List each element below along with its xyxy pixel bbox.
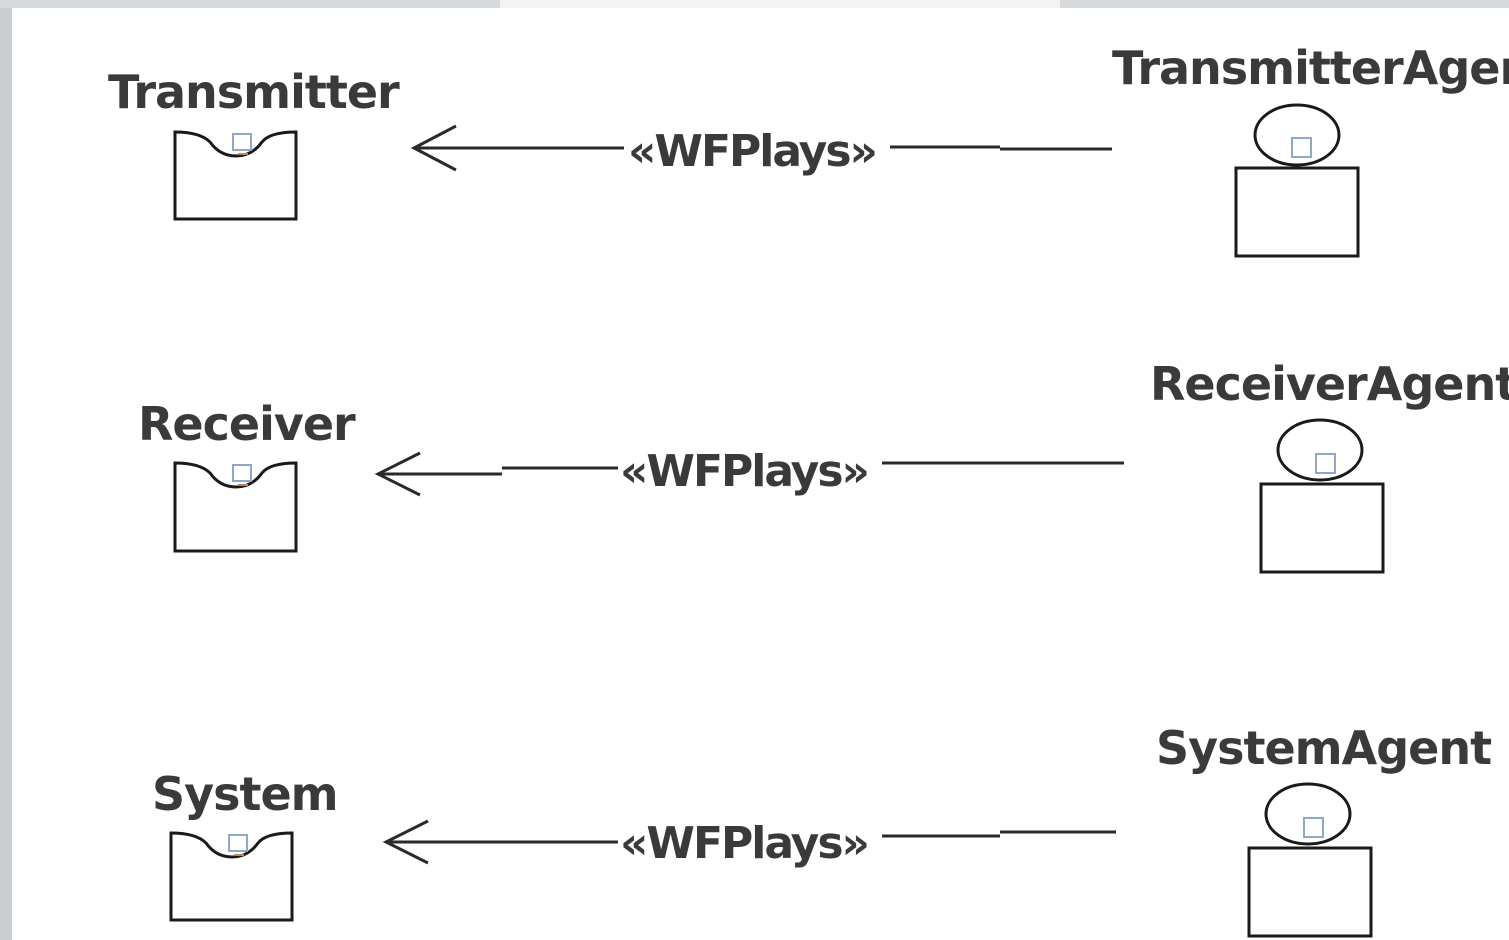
wfplays-diagram: Transmitter «WFPlays» TransmitterAger Re… [108, 41, 1509, 938]
agent-transmitter[interactable]: TransmitterAger [1112, 41, 1509, 258]
role-icon-system [169, 831, 294, 922]
role-icon-transmitter [173, 130, 298, 221]
relation-stereotype: «WFPlays» [620, 446, 868, 497]
selection-handle [1303, 817, 1324, 838]
agent-receiver[interactable]: ReceiverAgent [1150, 357, 1509, 574]
selection-handle [1291, 137, 1312, 158]
agent-body-icon [1234, 166, 1360, 258]
agent-label-receiver: ReceiverAgent [1150, 357, 1509, 411]
top-strip [500, 0, 1060, 8]
agent-label-system: SystemAgent [1156, 721, 1491, 775]
role-receiver[interactable]: Receiver [138, 397, 357, 553]
role-label-transmitter: Transmitter [108, 65, 400, 119]
agent-head-icon [1276, 418, 1364, 482]
selection-handle [232, 464, 252, 482]
role-system[interactable]: System [152, 767, 339, 922]
relation-wfplays-2[interactable]: «WFPlays» [374, 446, 1124, 497]
selection-handle [1315, 453, 1336, 474]
agent-label-transmitter: TransmitterAger [1112, 41, 1509, 95]
agent-system[interactable]: SystemAgent [1156, 721, 1492, 938]
role-icon-receiver [173, 461, 298, 553]
selection-handle [228, 834, 248, 852]
role-label-system: System [152, 767, 338, 821]
diagram-canvas[interactable]: Transmitter «WFPlays» TransmitterAger Re… [12, 8, 1509, 940]
arrowhead-icon [410, 124, 457, 172]
relation-wfplays-3[interactable]: «WFPlays» [382, 818, 1116, 869]
selection-handle [232, 133, 252, 151]
agent-body-icon [1247, 846, 1373, 938]
relation-stereotype: «WFPlays» [620, 818, 868, 869]
arrowhead-icon [374, 451, 421, 497]
relation-stereotype: «WFPlays» [628, 126, 876, 177]
agent-head-icon [1264, 782, 1352, 846]
role-transmitter[interactable]: Transmitter [108, 65, 401, 221]
relation-wfplays-1[interactable]: «WFPlays» [410, 124, 1112, 177]
agent-body-icon [1259, 482, 1385, 574]
arrowhead-icon [382, 819, 429, 865]
role-label-receiver: Receiver [138, 397, 356, 451]
agent-head-icon [1253, 103, 1341, 167]
